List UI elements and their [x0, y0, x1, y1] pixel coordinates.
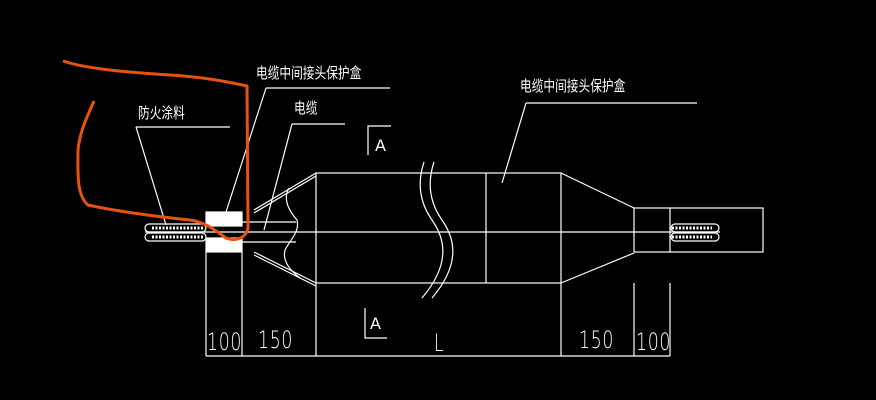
dimension-100-right: 100	[636, 328, 672, 356]
label-fireproof-coating: 防火涂料	[138, 104, 185, 122]
left-taper-bottom	[253, 251, 317, 284]
dimension-150-left: 150	[258, 326, 294, 354]
dimension-150-right: 150	[579, 326, 615, 354]
left-cable-upper	[144, 223, 207, 233]
section-mark-top: A	[375, 136, 386, 155]
fire-seal-top	[205, 211, 243, 227]
right-end-box	[633, 207, 764, 253]
label-joint-box-left: 电缆中间接头保护盒	[256, 64, 362, 82]
middle-break-line-2	[429, 161, 454, 299]
left-cable-lower	[144, 232, 207, 242]
hand-drawn-annotation	[62, 59, 250, 242]
joint-box-body	[315, 172, 562, 284]
dimension-100-left: 100	[207, 328, 243, 356]
left-taper-top	[253, 172, 317, 211]
dimension-L: L	[434, 329, 445, 357]
left-break-line	[283, 187, 301, 279]
section-mark-bottom: A	[370, 314, 381, 333]
label-cable: 电缆	[294, 99, 318, 117]
middle-break-line-1	[419, 161, 444, 299]
label-joint-box-right: 电缆中间接头保护盒	[520, 77, 626, 95]
